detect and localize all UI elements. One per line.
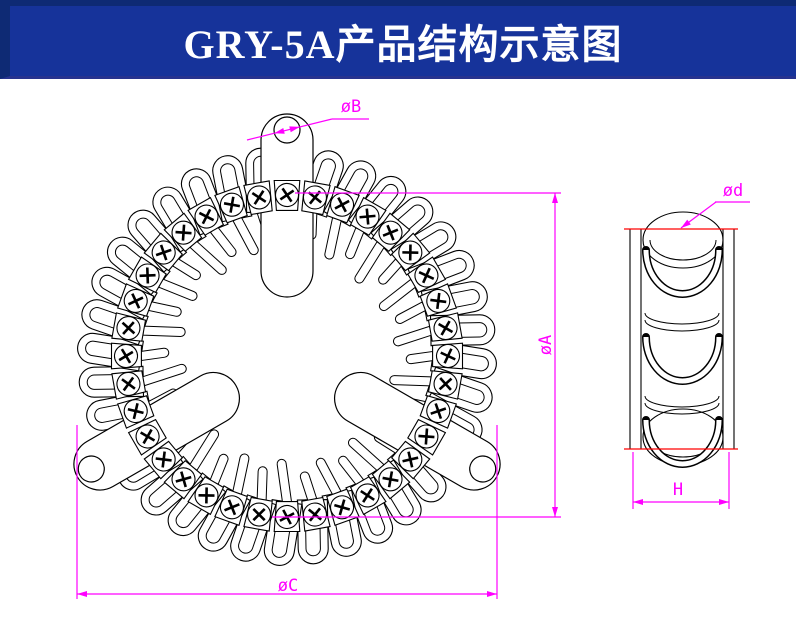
screw: [219, 192, 244, 217]
screw: [435, 343, 461, 369]
screw: [274, 182, 300, 208]
screw: [302, 502, 328, 527]
screw: [116, 315, 141, 341]
screw: [355, 483, 380, 508]
page-title: GRY-5A产品结构示意图: [183, 22, 623, 67]
screw: [151, 240, 176, 265]
screw: [433, 371, 458, 397]
screw: [194, 483, 219, 508]
screw: [246, 502, 272, 527]
screw: [135, 263, 160, 288]
screw: [426, 399, 451, 424]
side-view: [629, 211, 735, 468]
dimension-label-a: øA: [536, 334, 556, 356]
screw: [171, 220, 196, 245]
screw: [378, 220, 403, 245]
screw: [378, 467, 403, 492]
screw: [123, 288, 148, 313]
dimension-lines: [76, 118, 750, 599]
screw: [171, 467, 196, 492]
datum-lines: [624, 228, 738, 450]
screw: [355, 204, 380, 229]
screw: [123, 399, 148, 424]
clamp-band: [110, 179, 464, 533]
screw: [151, 447, 176, 472]
screw: [246, 185, 272, 210]
screw: [330, 192, 355, 217]
screw: [330, 495, 355, 520]
screw: [414, 424, 439, 449]
dimension-label-b: øB: [340, 97, 362, 117]
screw: [113, 343, 139, 369]
screw: [426, 288, 451, 313]
screw: [135, 424, 160, 449]
screw: [302, 185, 328, 210]
screw: [194, 204, 219, 229]
screw: [414, 263, 439, 288]
dimension-label-c: øC: [277, 576, 299, 596]
screw: [398, 447, 423, 472]
screw: [116, 371, 141, 397]
title-bar: GRY-5A产品结构示意图: [0, 0, 796, 79]
dimension-label-h: H: [672, 480, 684, 500]
screw: [219, 495, 244, 520]
lug-hole: [469, 455, 497, 483]
screw: [398, 240, 423, 265]
lug-hole: [77, 455, 105, 483]
screw: [433, 315, 458, 341]
dimension-label-d: ød: [722, 181, 744, 201]
